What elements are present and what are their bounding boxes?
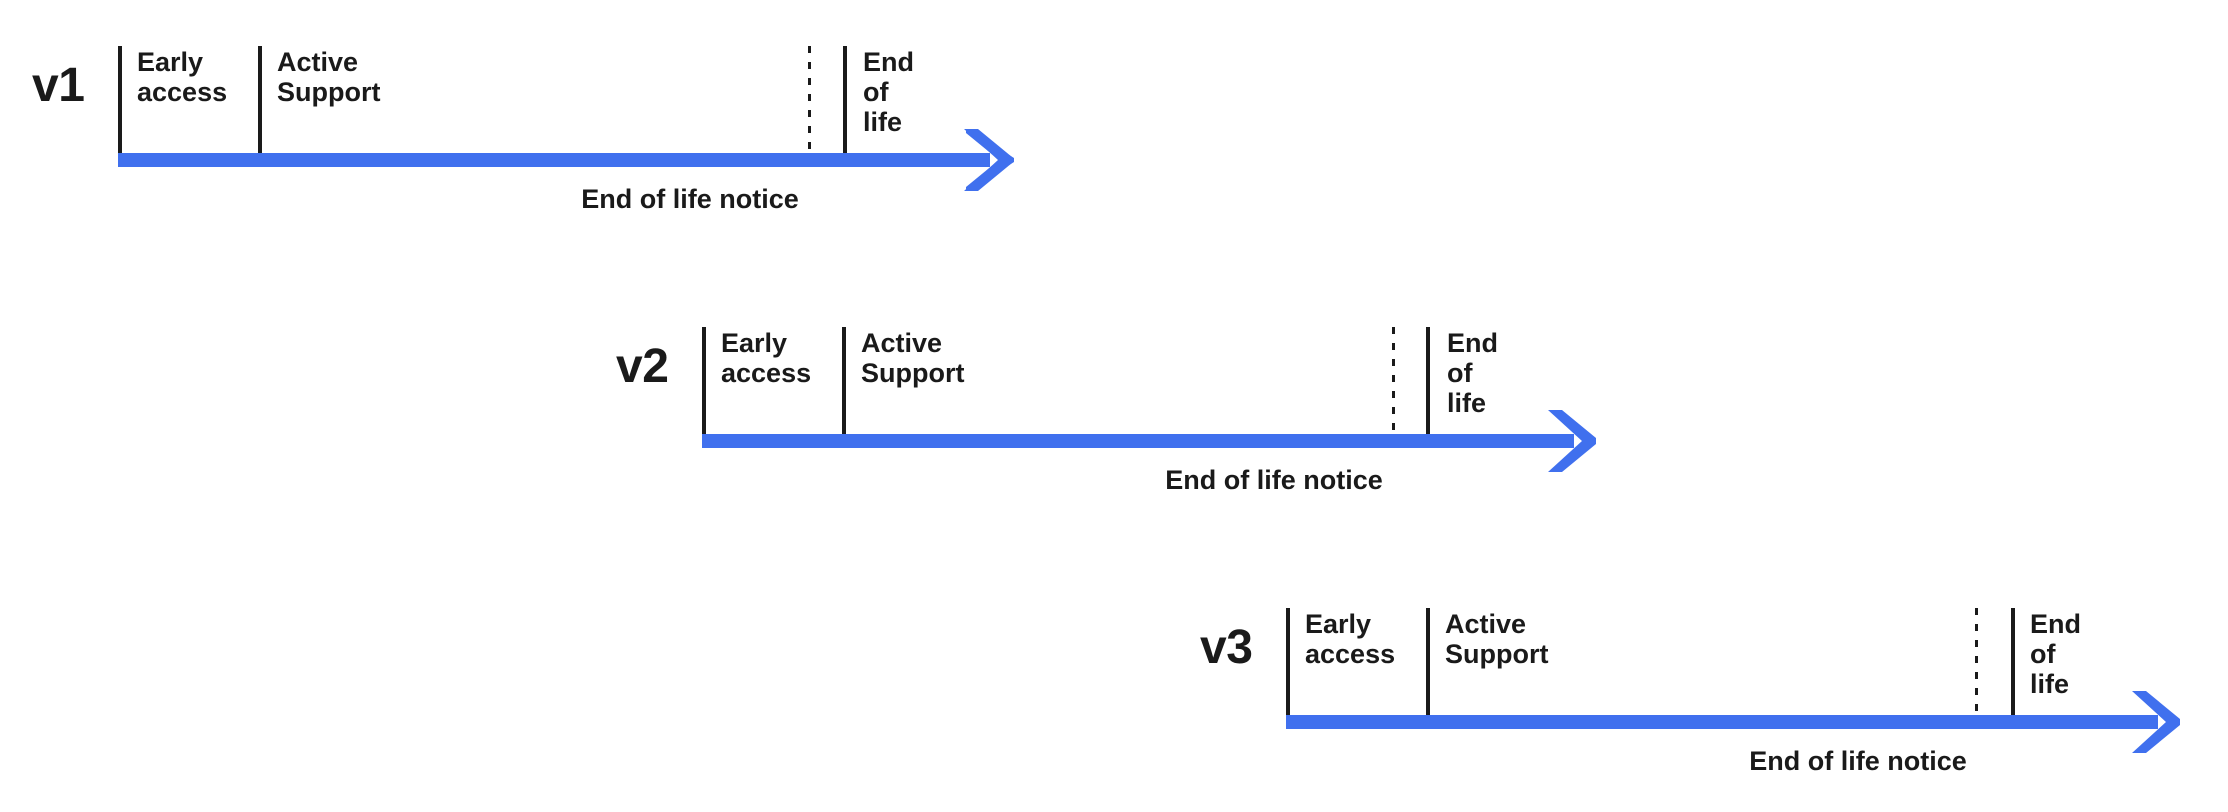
tick-end-of-life-start-v3: [2011, 608, 2015, 715]
arrow-right-icon-v2: [1548, 410, 1596, 472]
version-label-v1: v1: [32, 59, 85, 112]
lifecycle-bar-v1: [118, 153, 990, 167]
tick-end-of-life-notice-v3: [1975, 608, 1978, 715]
version-label-v3: v3: [1200, 621, 1253, 674]
tick-active-support-start-v3: [1426, 608, 1430, 715]
tick-early-access-start-v2: [702, 327, 706, 434]
bar-caption-end-of-life-notice-v2: End of life notice: [1165, 465, 1383, 495]
phase-label-end-of-life-v2: End of life: [1447, 328, 1498, 418]
phase-label-active-support-v1: Active Support: [277, 47, 381, 107]
bar-caption-end-of-life-notice-v3: End of life notice: [1749, 746, 1967, 776]
tick-early-access-start-v3: [1286, 608, 1290, 715]
phase-label-end-of-life-v3: End of life: [2030, 609, 2081, 699]
tick-end-of-life-notice-v1: [808, 46, 811, 153]
phase-label-active-support-v2: Active Support: [861, 328, 965, 388]
version-label-v2: v2: [616, 340, 669, 393]
tick-active-support-start-v1: [258, 46, 262, 153]
tick-early-access-start-v1: [118, 46, 122, 153]
arrow-right-icon-v3: [2132, 691, 2180, 753]
tick-active-support-start-v2: [842, 327, 846, 434]
tick-end-of-life-start-v2: [1426, 327, 1430, 434]
lifecycle-bar-v3: [1286, 715, 2158, 729]
phase-label-early-access-v1: Early access: [137, 47, 228, 107]
phase-label-early-access-v3: Early access: [1305, 609, 1396, 669]
arrow-right-icon-v1: [964, 129, 1014, 191]
tick-end-of-life-notice-v2: [1392, 327, 1395, 434]
phase-label-active-support-v3: Active Support: [1445, 609, 1549, 669]
bar-caption-end-of-life-notice-v1: End of life notice: [581, 184, 799, 214]
lifecycle-bar-v2: [702, 434, 1574, 448]
phase-label-early-access-v2: Early access: [721, 328, 812, 388]
tick-end-of-life-start-v1: [843, 46, 847, 153]
phase-label-end-of-life-v1: End of life: [863, 47, 914, 137]
